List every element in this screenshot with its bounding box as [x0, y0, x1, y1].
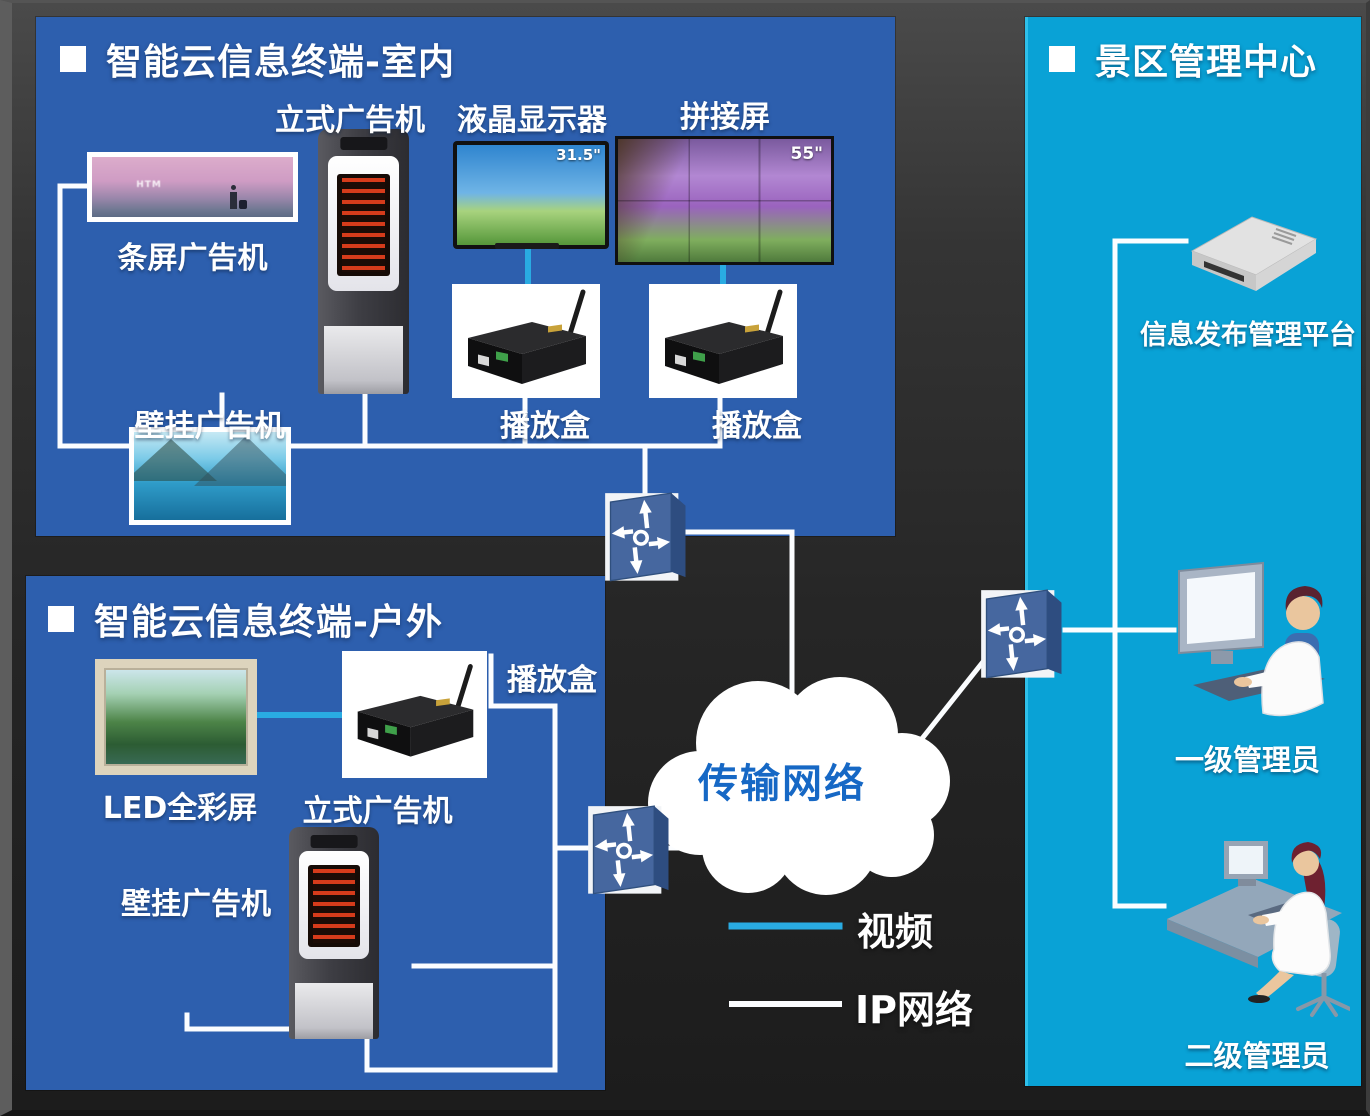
indoor-standing-label: 立式广告机 [275, 103, 425, 138]
strip-screen-text: HTM [136, 179, 162, 190]
outdoor-title: 智能云信息终端-户外 [48, 593, 443, 645]
cloud-shape [648, 677, 950, 895]
indoor-wall-tv [129, 427, 291, 525]
legend-ip-label: IP网络 [855, 988, 973, 1032]
playbox-2-label: 播放盒 [712, 409, 802, 444]
transmission-cloud: 传输网络 [630, 643, 952, 911]
person-silhouette [229, 184, 237, 209]
lcd-label: 液晶显示器 [457, 103, 607, 138]
playbox-device [468, 289, 586, 384]
network-switch-1 [603, 486, 693, 586]
indoor-wall-label: 壁挂广告机 [134, 409, 285, 444]
lcd-size-badge: 31.5" [556, 146, 601, 164]
kiosk-led-screen [308, 865, 360, 948]
kiosk-screen-bezel [298, 851, 370, 959]
splice-size-badge: 55" [790, 144, 823, 164]
strip-ad-screen: HTM [87, 152, 298, 222]
kiosk-header-slot [339, 137, 388, 150]
legend-video-label: 视频 [857, 910, 934, 954]
network-switch-3 [979, 583, 1069, 683]
playbox-device [665, 289, 783, 384]
splice-label: 拼接屏 [680, 100, 770, 135]
outdoor-title-text: 智能云信息终端-户外 [94, 602, 443, 643]
kiosk-led-screen [337, 173, 390, 277]
playbox-outdoor-label: 播放盒 [507, 663, 597, 698]
led-full-color-screen [95, 659, 257, 775]
lcd-display: 31.5" [453, 141, 609, 249]
mountain-shape [194, 435, 286, 486]
admin1-operator [1167, 561, 1337, 733]
playbox-1-label: 播放盒 [500, 409, 590, 444]
network-switch-2 [586, 799, 676, 899]
bullet-square [60, 46, 86, 72]
playbox-1 [452, 284, 600, 398]
admin2-operator [1162, 821, 1352, 1023]
lcd-stand [495, 243, 559, 249]
outdoor-wall-label: 壁挂广告机 [121, 887, 271, 922]
bullet-square [48, 606, 74, 632]
management-title: 景区管理中心 [1049, 33, 1317, 85]
publish-platform-server [1184, 201, 1324, 296]
led-label: LED全彩屏 [102, 791, 258, 826]
kiosk-header-slot [310, 835, 358, 848]
cloud-label: 传输网络 [698, 761, 866, 807]
outdoor-standing-label: 立式广告机 [302, 794, 453, 829]
strip-ad-label: 条屏广告机 [117, 241, 268, 276]
video-lines [254, 246, 843, 930]
publish-platform-label: 信息发布管理平台 [1140, 320, 1356, 351]
indoor-title-text: 智能云信息终端-室内 [106, 42, 455, 83]
indoor-title: 智能云信息终端-室内 [60, 33, 455, 85]
indoor-standing-kiosk [318, 129, 409, 394]
admin1-label: 一级管理员 [1174, 743, 1320, 777]
suitcase-silhouette [238, 200, 247, 210]
playbox-device [357, 664, 474, 757]
kiosk-base [324, 326, 403, 394]
playbox-outdoor [342, 651, 487, 778]
bullet-square [1049, 46, 1075, 72]
admin2-label: 二级管理员 [1184, 1039, 1330, 1073]
playbox-2 [649, 284, 797, 398]
outdoor-standing-kiosk [289, 827, 379, 1039]
splice-seams [618, 139, 831, 262]
kiosk-screen-bezel [328, 156, 399, 291]
kiosk-base [295, 983, 373, 1039]
splice-screen-wall: 55" [615, 136, 834, 265]
management-title-text: 景区管理中心 [1095, 42, 1318, 83]
lcd-screen [457, 145, 605, 245]
